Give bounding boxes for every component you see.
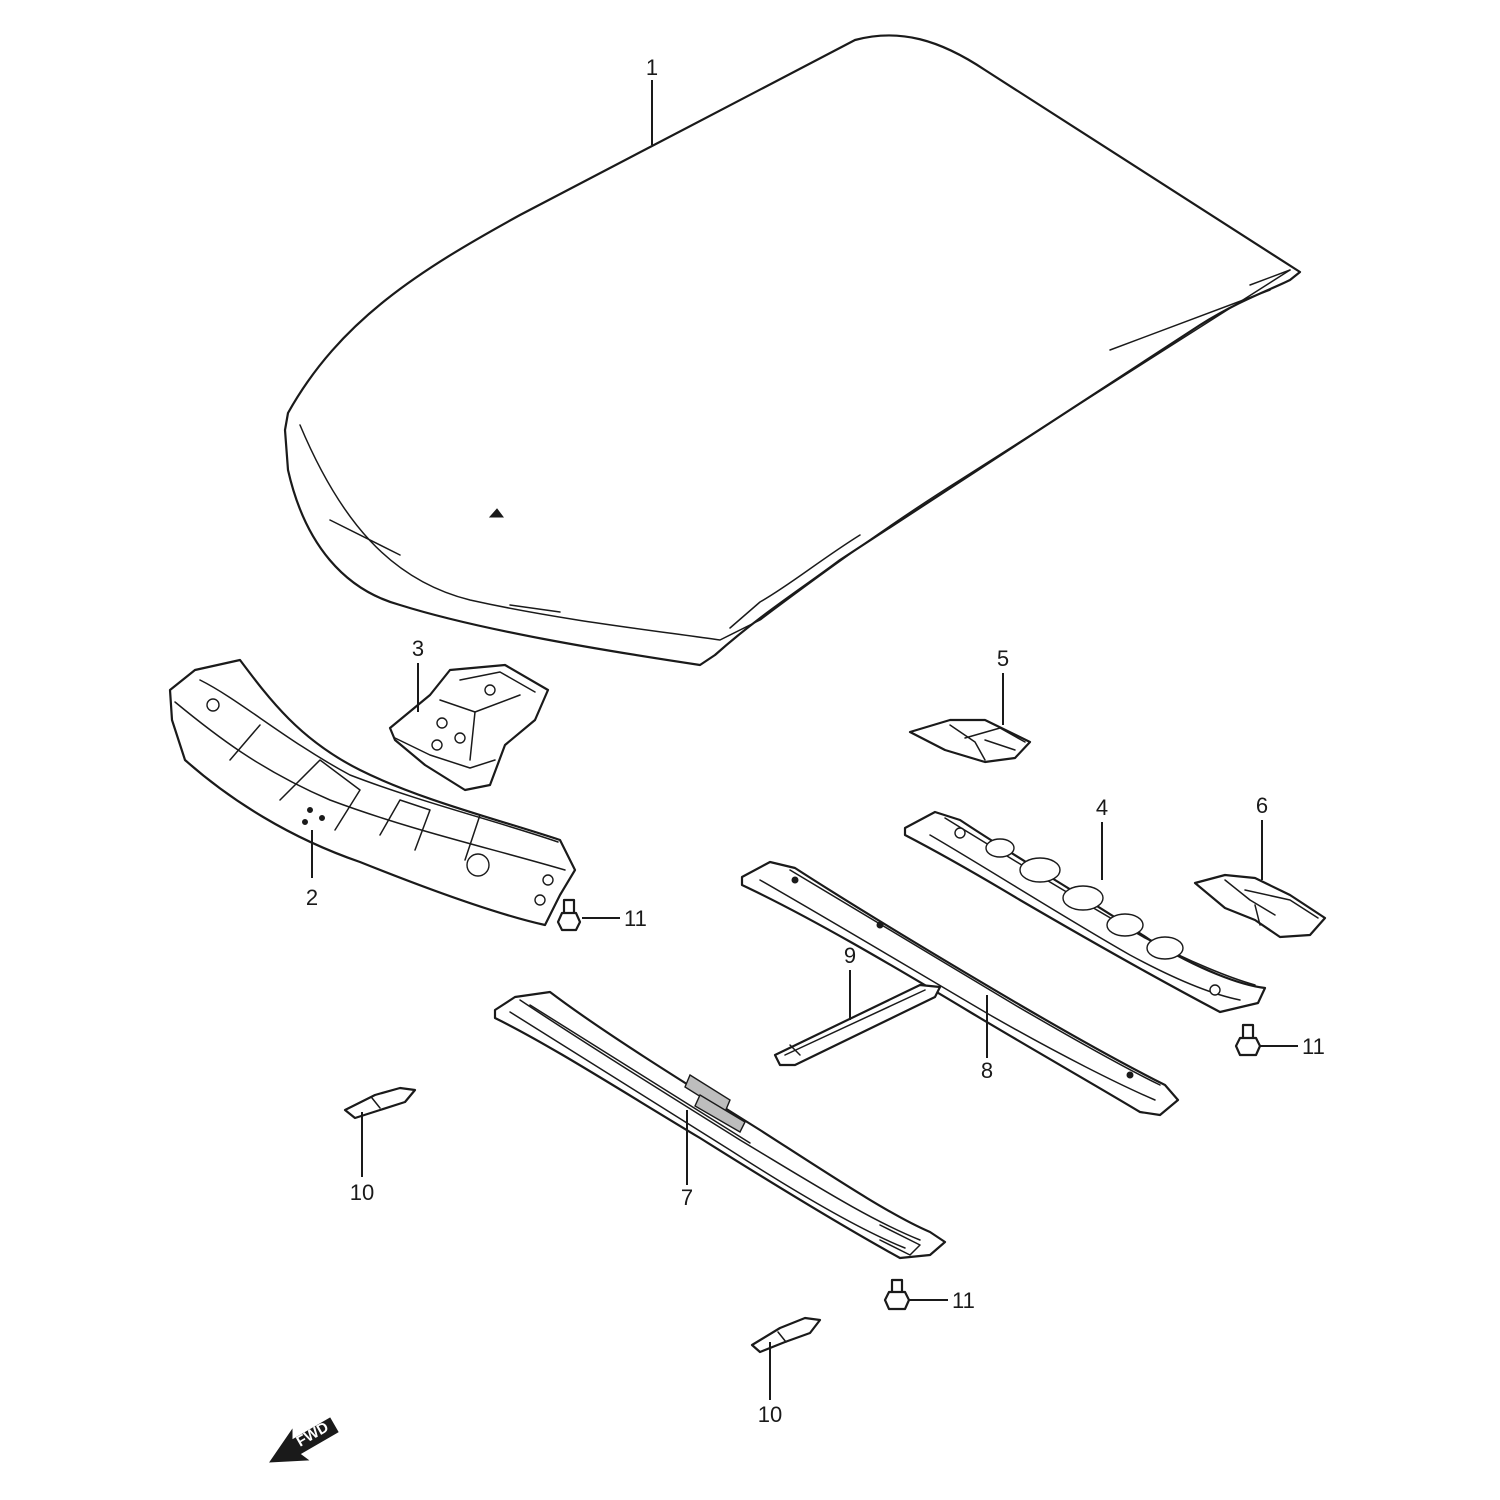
callout-1: 1: [646, 55, 658, 80]
callout-11-b: 11: [1302, 1034, 1325, 1059]
callout-4: 4: [1096, 795, 1108, 820]
clip-part-upper[interactable]: [343, 1086, 417, 1120]
callout-11-a: 11: [624, 906, 647, 931]
roof-antenna-hole-icon: [488, 508, 504, 518]
callout-9: 9: [844, 943, 856, 968]
front-roof-rail-part[interactable]: [168, 658, 577, 927]
callout-7: 7: [681, 1185, 693, 1210]
plate-bracket-part[interactable]: [1193, 873, 1327, 939]
callout-10-upper: 10: [350, 1180, 374, 1205]
callout-2: 2: [306, 885, 318, 910]
roof-strip-part[interactable]: [773, 983, 942, 1067]
callout-6: 6: [1256, 793, 1268, 818]
reinforcement-plate-part[interactable]: [908, 718, 1032, 764]
fwd-arrow-icon: FWD: [269, 1417, 339, 1463]
roof-panel-part[interactable]: [283, 34, 1302, 667]
callout-5: 5: [997, 646, 1009, 671]
callout-3: 3: [412, 636, 424, 661]
callout-8: 8: [981, 1058, 993, 1083]
rear-roof-rail-part[interactable]: [493, 990, 947, 1260]
bolt-part-a[interactable]: [556, 898, 582, 932]
callout-11-c: 11: [952, 1288, 975, 1313]
bolt-part-c[interactable]: [883, 1278, 911, 1311]
roof-bracket-part[interactable]: [388, 663, 550, 792]
bolt-part-b[interactable]: [1234, 1023, 1262, 1057]
roof-bow-part[interactable]: [740, 860, 1180, 1117]
leader-lines: [311, 80, 1298, 1400]
callout-10-lower: 10: [758, 1402, 782, 1427]
clip-part-lower[interactable]: [750, 1316, 822, 1354]
center-roof-bow-part[interactable]: [903, 810, 1267, 1014]
